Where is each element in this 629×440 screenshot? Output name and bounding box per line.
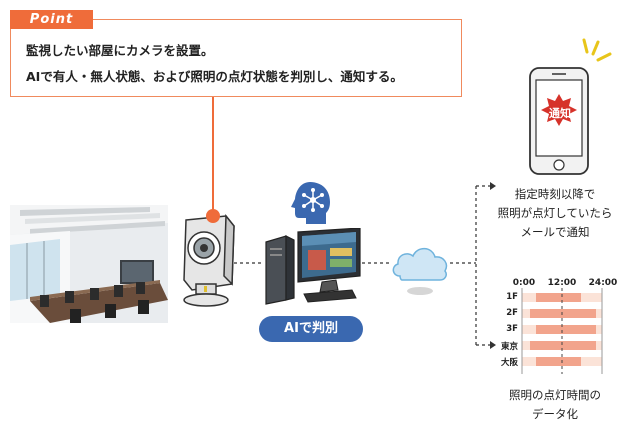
point-line-2: AIで有人・無人状態、および照明の点灯状態を判別し、通知する。	[26, 69, 403, 84]
timeline-light-on-bar	[530, 341, 597, 350]
timeline-row-label: 3F	[506, 324, 518, 334]
timeline-chart: 1F 2F 3F 東京大阪	[496, 290, 606, 374]
cloud-icon	[392, 247, 448, 295]
smartphone-icon	[529, 67, 589, 175]
ai-brain-icon	[291, 182, 330, 224]
timeline-time-end: 24:00	[588, 278, 618, 288]
timeline-row-label: 東京	[500, 342, 518, 352]
point-box	[10, 19, 462, 97]
point-connector	[212, 97, 214, 213]
timeline-row-label: 1F	[506, 292, 518, 302]
timeline-light-on-bar	[536, 357, 582, 366]
timeline-caption-1: 照明の点灯時間の	[509, 388, 601, 402]
timeline-light-on-bar	[536, 293, 582, 302]
alert-rays-icon	[582, 38, 612, 62]
timeline-light-on-bar	[536, 325, 597, 334]
timeline-light-on-bar	[530, 309, 597, 318]
ai-judge-badge: AIで判別	[259, 316, 363, 342]
timeline-row-label: 2F	[506, 308, 518, 318]
notify-line-1: 指定時刻以降で	[514, 187, 596, 201]
meeting-room-image	[10, 205, 168, 323]
point-tag: Point	[10, 10, 93, 29]
camera-icon	[183, 214, 235, 307]
timeline-row-label: 大阪	[500, 358, 518, 368]
notify-line-2: 照明が点灯していたら	[497, 206, 613, 220]
point-line-1: 監視したい部屋にカメラを設置。	[26, 43, 214, 58]
computer-icon	[265, 228, 361, 305]
timeline-time-mid: 12:00	[547, 278, 577, 288]
timeline-caption-2: データ化	[532, 407, 578, 421]
camera-indicator-dot	[206, 209, 220, 223]
timeline-time-start: 0:00	[512, 278, 536, 288]
notify-line-3: メールで通知	[520, 225, 590, 239]
phone-alert-label: 通知	[549, 107, 571, 120]
